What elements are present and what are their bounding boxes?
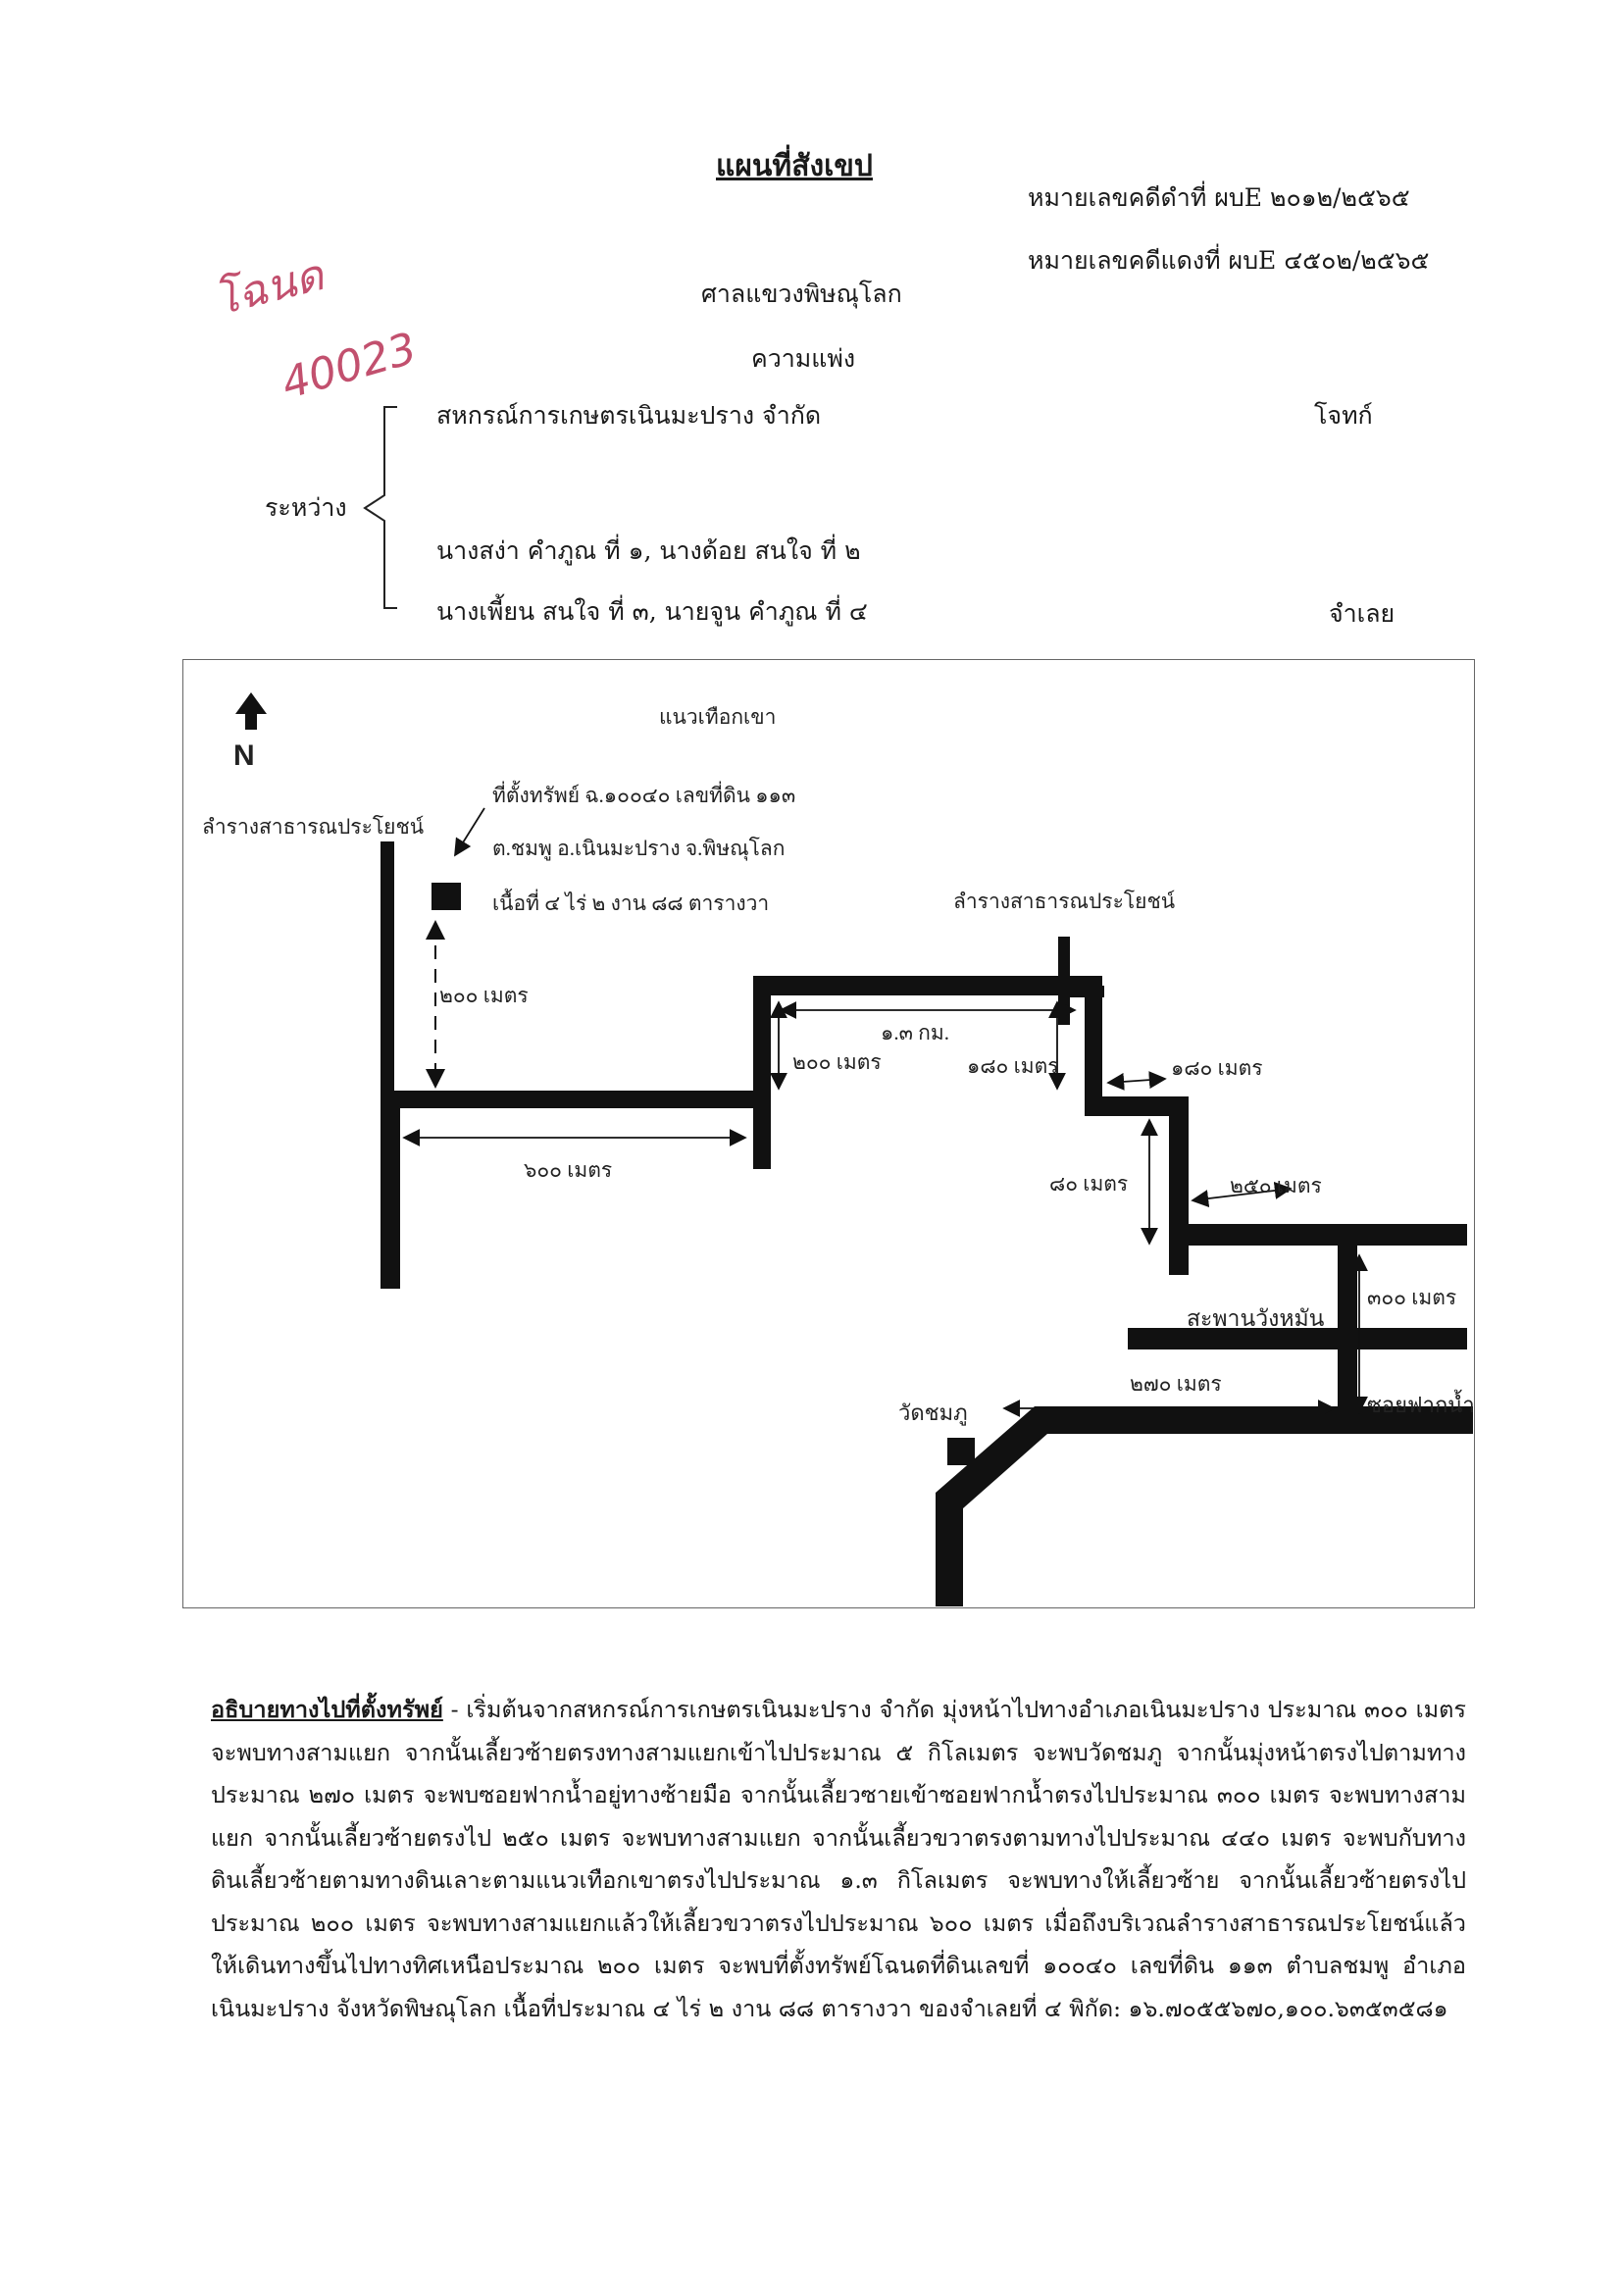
property-label-2: ต.ชมพู อ.เนินมะปราง จ.พิษณุโลก xyxy=(492,837,785,861)
main-road xyxy=(936,1406,1473,1606)
route-description-body: - เริ่มต้นจากสหกรณ์การเกษตรเนินมะปราง จำ… xyxy=(211,1696,1466,2022)
red-case-number: หมายเลขคดีแดงที่ ผบE ๔๕๐๒/๒๕๖๕ xyxy=(1028,246,1430,275)
dist-300-label: ๓๐๐ เมตร xyxy=(1367,1286,1456,1309)
case-type: ความแพ่ง xyxy=(751,344,856,373)
defendants-line-2: นางเพี้ยน สนใจ ที่ ๓, นายจูน คำภูณ ที่ ๔ xyxy=(436,597,868,626)
road-bridge xyxy=(1128,1328,1467,1349)
route-description-heading: อธิบายทางไปที่ตั้งทรัพย์ xyxy=(211,1696,443,1723)
parties-brace xyxy=(363,406,397,609)
road-80m xyxy=(1169,1096,1189,1275)
bridge-label: สะพานวังหมัน xyxy=(1187,1306,1325,1331)
left-road-stub xyxy=(381,1093,400,1289)
defendants-line-1: นางสง่า คำภูณ ที่ ๑, นางด้อย สนใจ ที่ ๒ xyxy=(436,536,861,565)
temple-label: วัดชมภู xyxy=(898,1400,968,1426)
plaintiff-name: สหกรณ์การเกษตรเนินมะปราง จำกัด xyxy=(436,401,822,430)
soi-label: ซอยฟากน้ำ xyxy=(1367,1390,1475,1417)
sketch-map-frame xyxy=(182,659,1475,1608)
canal-right-label: ลำรางสาธารณประโยชน์ xyxy=(953,890,1175,913)
road-200m xyxy=(753,976,771,1169)
road-180m xyxy=(1085,976,1102,1113)
road-13km xyxy=(753,976,1085,995)
road-600m xyxy=(381,1091,771,1108)
court-name: ศาลแขวงพิษณุโลก xyxy=(701,280,902,308)
property-marker xyxy=(431,883,461,910)
road-network xyxy=(381,841,1473,1606)
dist-270-label: ๒๗๐ เมตร xyxy=(1130,1372,1222,1396)
plaintiff-role: โจทก์ xyxy=(1314,401,1373,430)
defendant-role: จำเลย xyxy=(1329,599,1396,628)
property-label-1: ที่ตั้งทรัพย์ ฉ.๑๐๐๔๐ เลขที่ดิน ๑๑๓ xyxy=(492,781,795,807)
north-label: N xyxy=(233,739,255,772)
black-case-number: หมายเลขคดีดำที่ ผบE ๒๐๑๒/๒๕๖๕ xyxy=(1028,183,1410,212)
property-label-3: เนื้อที่ ๔ ไร่ ๒ งาน ๘๘ ตารางวา xyxy=(492,889,769,915)
road-soi-fak-nam xyxy=(1338,1224,1357,1420)
dist-13km-label: ๑.๓ กม. xyxy=(881,1021,949,1044)
page-title: แผนที่สังเขป xyxy=(716,149,873,183)
left-canal xyxy=(381,841,394,1098)
dist-north-label: ๒๐๐ เมตร xyxy=(439,984,529,1007)
dist-80-label: ๘๐ เมตร xyxy=(1049,1172,1128,1196)
dist-600-label: ๖๐๐ เมตร xyxy=(524,1158,612,1182)
dist-250-label: ๒๕๐ เมตร xyxy=(1230,1174,1322,1197)
between-label: ระหว่าง xyxy=(265,493,347,522)
mountain-label: แนวเทือกเขา xyxy=(659,705,776,729)
road-250m xyxy=(1169,1224,1467,1246)
right-canal xyxy=(1058,937,1070,1025)
route-description: อธิบายทางไปที่ตั้งทรัพย์ - เริ่มต้นจากสห… xyxy=(211,1689,1466,2030)
sketch-map: N แนวเทือกเขา ลำรางสาธารณประโยชน์ ลำรางส… xyxy=(202,692,1475,1606)
dist-200-label: ๒๐๐ เมตร xyxy=(792,1050,882,1074)
dist-180-right-label: ๑๘๐ เมตร xyxy=(1171,1056,1263,1080)
north-arrow-icon xyxy=(235,692,267,730)
dist-180-left-label: ๑๘๐ เมตร xyxy=(967,1054,1059,1078)
temple-marker xyxy=(947,1438,975,1465)
canal-left-label: ลำรางสาธารณประโยชน์ xyxy=(202,815,424,839)
